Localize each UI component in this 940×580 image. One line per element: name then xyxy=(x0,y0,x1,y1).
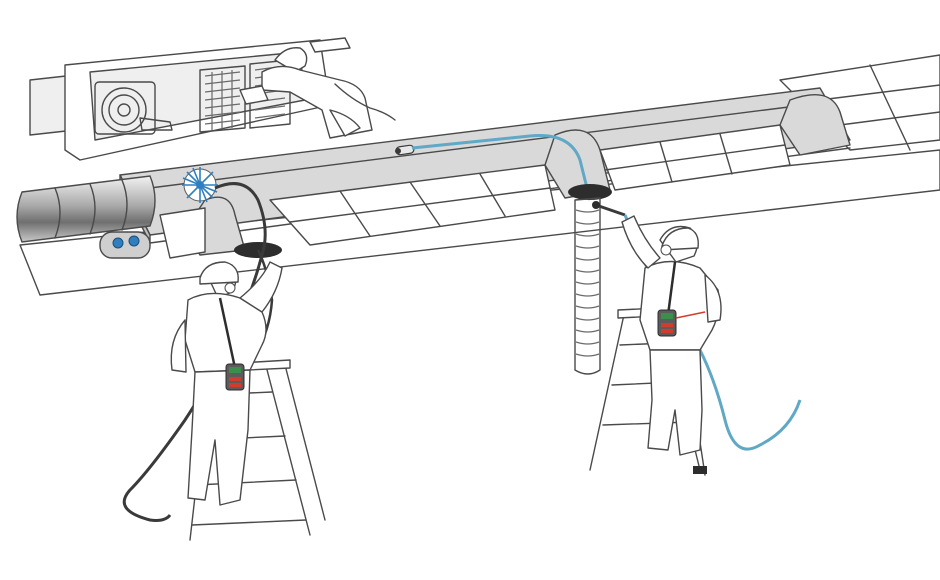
control-box xyxy=(99,231,151,259)
access-opening-right xyxy=(568,184,612,200)
technician-left xyxy=(170,261,326,541)
air-nozzle-icon xyxy=(592,201,626,217)
meter-device-right xyxy=(657,309,677,337)
vacuum-collection-sock xyxy=(574,197,601,375)
air-handler-unit xyxy=(29,37,351,161)
air-hose-in-duct xyxy=(411,134,592,201)
blower-fan-icon xyxy=(94,81,173,135)
technician-air-handler xyxy=(239,47,396,139)
ceiling-tiles xyxy=(159,124,791,259)
meter-device-left xyxy=(225,363,245,391)
spiral-duct xyxy=(16,175,156,243)
rotary-brush-icon xyxy=(182,167,218,203)
technician-right xyxy=(589,215,722,476)
